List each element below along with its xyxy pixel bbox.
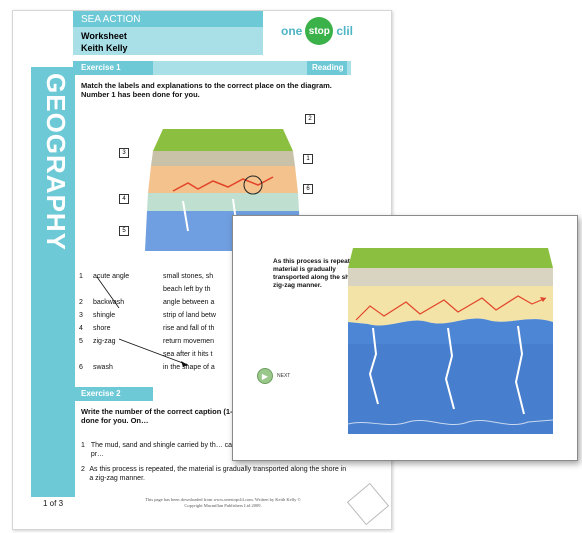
row-definition: rise and fall of th [163,325,215,332]
animation-caption: As this process is repeated, the materia… [273,258,373,289]
callout-5: 5 [119,226,129,236]
table-row: beach left by th [79,286,329,299]
wave-line [514,325,525,415]
exercise1-skill: Reading [307,61,347,75]
zigzag-path [355,295,547,321]
callout-6: 6 [303,184,313,194]
row-definition: in the shape of a [163,364,215,371]
exercise1-instructions: Match the labels and explanations to the… [81,81,332,99]
list-item: 1 The mud, sand and shingle carried by t… [81,441,351,459]
row-term: shingle [93,312,116,319]
row-term: backwash [93,299,125,306]
shallow-band [147,193,299,211]
row-definition: strip of land betw [163,312,216,319]
callout-3: 3 [119,148,129,158]
arrow-line [118,338,189,366]
row-term: shore [93,325,111,332]
logo-clil: clil [336,24,354,38]
list-item: 2 As this process is repeated, the mater… [81,465,351,483]
table-row: sea after it hits t [79,351,329,364]
row-term: zig-zag [93,338,116,345]
grass-band [348,248,553,268]
table-row: 4 shore rise and fall of th [79,325,329,338]
sand-band [148,166,298,193]
table-row: 1 acute angle small stones, sh [79,273,329,286]
highlight-circle [243,175,263,195]
wave-line [444,327,455,410]
row-number: 2 [79,299,83,306]
callout-4: 4 [119,194,129,204]
subject-label: GEOGRAPHY [41,73,71,252]
arrow-line [96,276,120,309]
zigzag-arrowhead [540,297,546,302]
deep-sea-band [348,344,553,434]
row-definition: sea after it hits t [163,351,213,358]
row-number: 3 [79,312,83,319]
matching-arrows [96,276,189,367]
matching-table: 1 acute angle small stones, sh beach lef… [79,273,329,377]
header-worksheet-label: Worksheet [81,31,127,41]
coast-diagram-large [348,248,554,434]
item-number: 1 [81,442,85,449]
wave-line [368,327,379,405]
exercise1-label: Exercise 1 [73,61,153,75]
table-row: 5 zig-zag return movemen [79,338,329,351]
play-icon[interactable]: ▶ [257,368,273,384]
grass-band [153,129,293,151]
animation-screen: As this process is repeated, the materia… [232,215,578,461]
logo-one: one [281,24,303,38]
exercise2-bar: Exercise 2 [73,387,153,401]
subject-side-strip: GEOGRAPHY [31,67,75,497]
table-row: 3 shingle strip of land betw [79,312,329,325]
row-number: 6 [79,364,83,371]
logo-stop: stop [305,17,334,45]
page-number: 1 of 3 [43,499,64,508]
item-number: 2 [81,466,85,473]
photocopiable-stamp [346,482,390,526]
table-row: 6 swash in the shape of a [79,364,329,377]
row-definition: small stones, sh [163,273,214,280]
table-row: 2 backwash angle between a [79,299,329,312]
row-term: acute angle [93,273,130,280]
row-definition: angle between a [163,299,215,306]
exercise2-label: Exercise 2 [73,387,153,401]
exercise2-list: 1 The mud, sand and shingle carried by t… [81,441,351,489]
callout-2: 2 [305,114,315,124]
footer-copyright: This page has been downloaded from www.o… [145,497,301,508]
row-number: 4 [79,325,83,332]
arrowhead [181,361,188,367]
sea-band [348,318,553,434]
row-term: swash [93,364,113,371]
row-number: 5 [79,338,83,345]
callout-1: 1 [303,154,313,164]
cliff-band [348,268,553,286]
zigzag-path [172,176,274,192]
header-author: Keith Kelly [81,43,128,53]
row-definition: beach left by th [163,286,211,293]
row-number: 1 [79,273,83,280]
row-definition: return movemen [163,338,214,345]
next-button[interactable]: ▶ NEXT [257,368,290,384]
header-subtitle: Worksheet Keith Kelly [73,27,263,55]
next-label: NEXT [277,373,291,379]
exercise2-instructions: Write the number of the correct caption … [81,407,333,425]
onestopclil-logo: one stop clil [281,17,353,45]
header-title: SEA ACTION [73,11,263,27]
item-text: As this process is repeated, the materia… [89,466,347,482]
item-text: The mud, sand and shingle carried by th…… [90,442,341,458]
cliff-band [151,151,295,166]
exercise1-bar: Exercise 1 Reading [73,61,351,75]
surf-line [348,419,554,426]
